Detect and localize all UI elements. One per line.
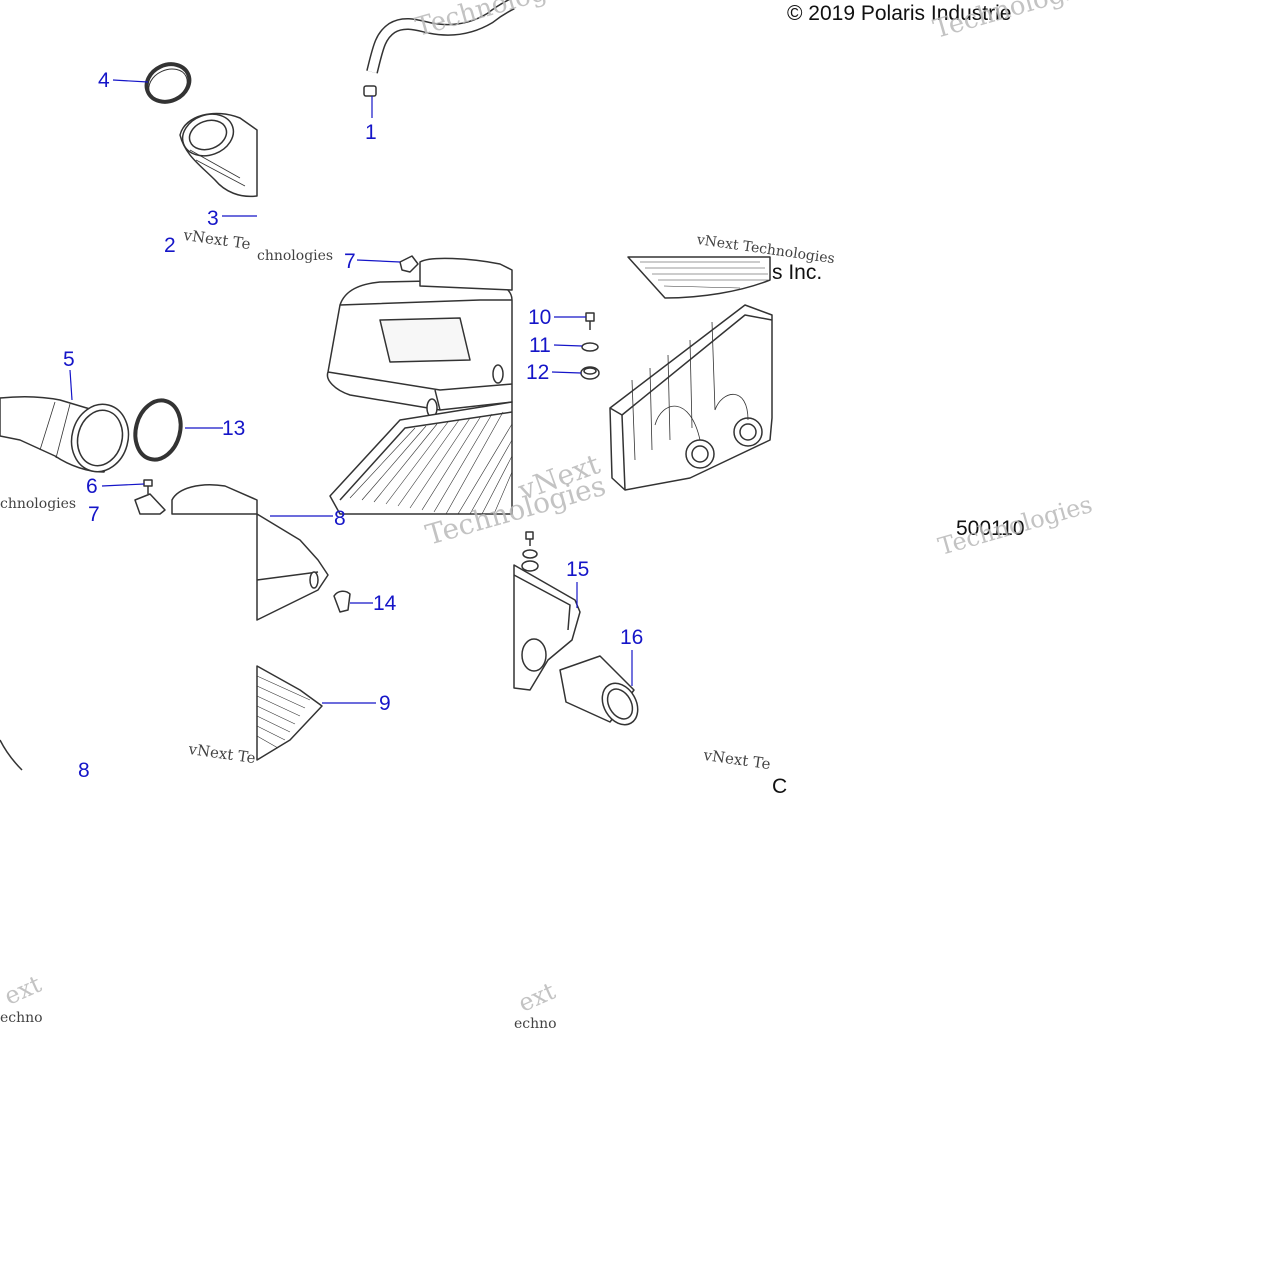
callout-9: 9 (379, 692, 391, 715)
callout-6: 6 (86, 475, 98, 498)
air-filter-upper (329, 401, 513, 515)
clamp-upper (144, 62, 192, 104)
leader-lines (69, 79, 633, 704)
copyright-text: © 2019 Polaris Industrie (787, 2, 1012, 25)
callout-12: 12 (526, 361, 550, 384)
watermark-fragment: echno (0, 1010, 43, 1026)
copyright-fragment-1: s Inc. (772, 261, 823, 284)
callout-4: 4 (98, 69, 110, 92)
hose-fragment-lower-left (0, 739, 23, 771)
callout-8-middle: 8 (334, 507, 346, 530)
clamp-lower (133, 398, 183, 462)
watermark-fragment: chnologies (257, 248, 334, 264)
watermark-fragment: chnologies (0, 496, 77, 512)
clip-upper (399, 255, 419, 273)
bracket-left (134, 493, 166, 515)
callout-10: 10 (528, 306, 552, 329)
breather-hose (363, 0, 515, 97)
callout-7-upper: 7 (344, 250, 356, 273)
air-filter-top-strip (627, 256, 771, 299)
callout-5: 5 (63, 348, 75, 371)
callout-2: 2 (164, 234, 176, 257)
airbox-base (609, 304, 773, 491)
callout-16: 16 (620, 626, 644, 649)
air-filter-lower (256, 665, 323, 761)
hardware-stack-lower (521, 531, 539, 572)
screw-left (143, 479, 153, 494)
intake-boot-lower (0, 395, 130, 473)
callout-11: 11 (529, 334, 551, 357)
callout-8-lower-left: 8 (78, 759, 90, 782)
clip-14 (333, 590, 351, 613)
callout-15: 15 (566, 558, 590, 581)
airbox-cover-lower (256, 513, 329, 621)
callout-1: 1 (365, 121, 377, 144)
callout-3: 3 (207, 207, 219, 230)
callout-14: 14 (373, 592, 397, 615)
watermark-fragment: echno (514, 1016, 557, 1032)
duct-left (171, 484, 258, 515)
airbox-base-lower (513, 564, 581, 691)
callout-7-lower: 7 (88, 503, 100, 526)
airbox-cover (326, 257, 513, 418)
intake-boot-upper (179, 112, 258, 198)
callout-13: 13 (222, 417, 246, 440)
hardware-stack-upper (580, 312, 600, 380)
air-intake-duct (559, 655, 639, 726)
copyright-fragment-2: C (772, 775, 788, 798)
drawing-number: 500110 (956, 517, 1025, 540)
